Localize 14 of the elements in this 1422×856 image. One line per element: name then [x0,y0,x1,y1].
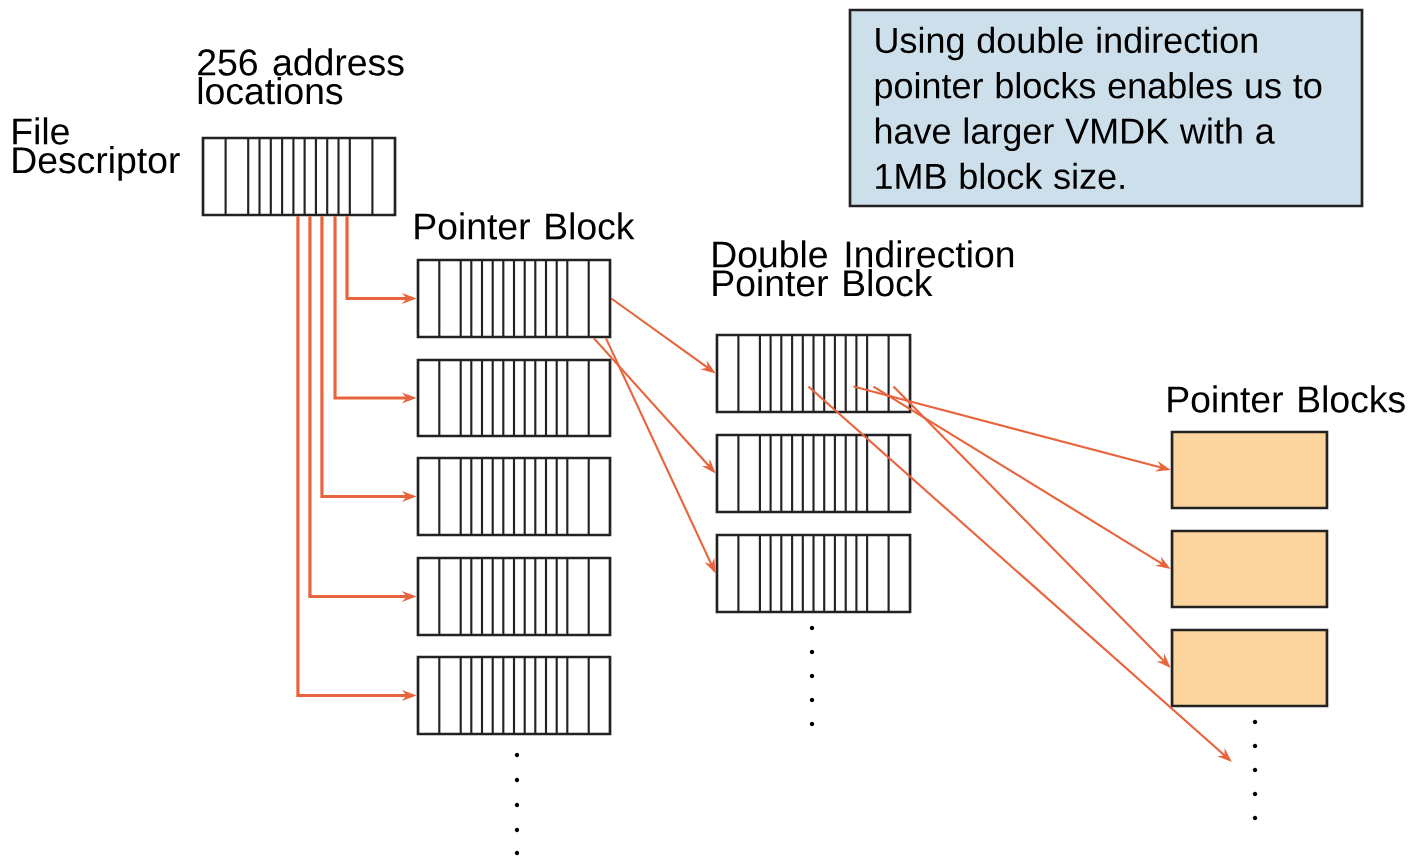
pointer-block [1170,529,1329,609]
pointer-block [416,358,612,438]
block-label: Double Indirection Pointer Block [713,240,1014,297]
pointer-block [416,655,612,736]
pointer-block [715,433,912,514]
pointer-block [1170,628,1329,708]
block-label: File Descriptor [13,117,180,181]
pointer-block [416,556,612,637]
block-label: Pointer Blocks [1168,385,1405,413]
pointer-block [416,456,612,537]
block-label: 256 address locations [198,48,404,105]
block-label: Pointer Block [415,212,635,240]
pointer-block [715,533,912,614]
note-box: Using double indirection pointer blocks enables us to have larger VMDK with a 1MB block size. [848,8,1364,208]
